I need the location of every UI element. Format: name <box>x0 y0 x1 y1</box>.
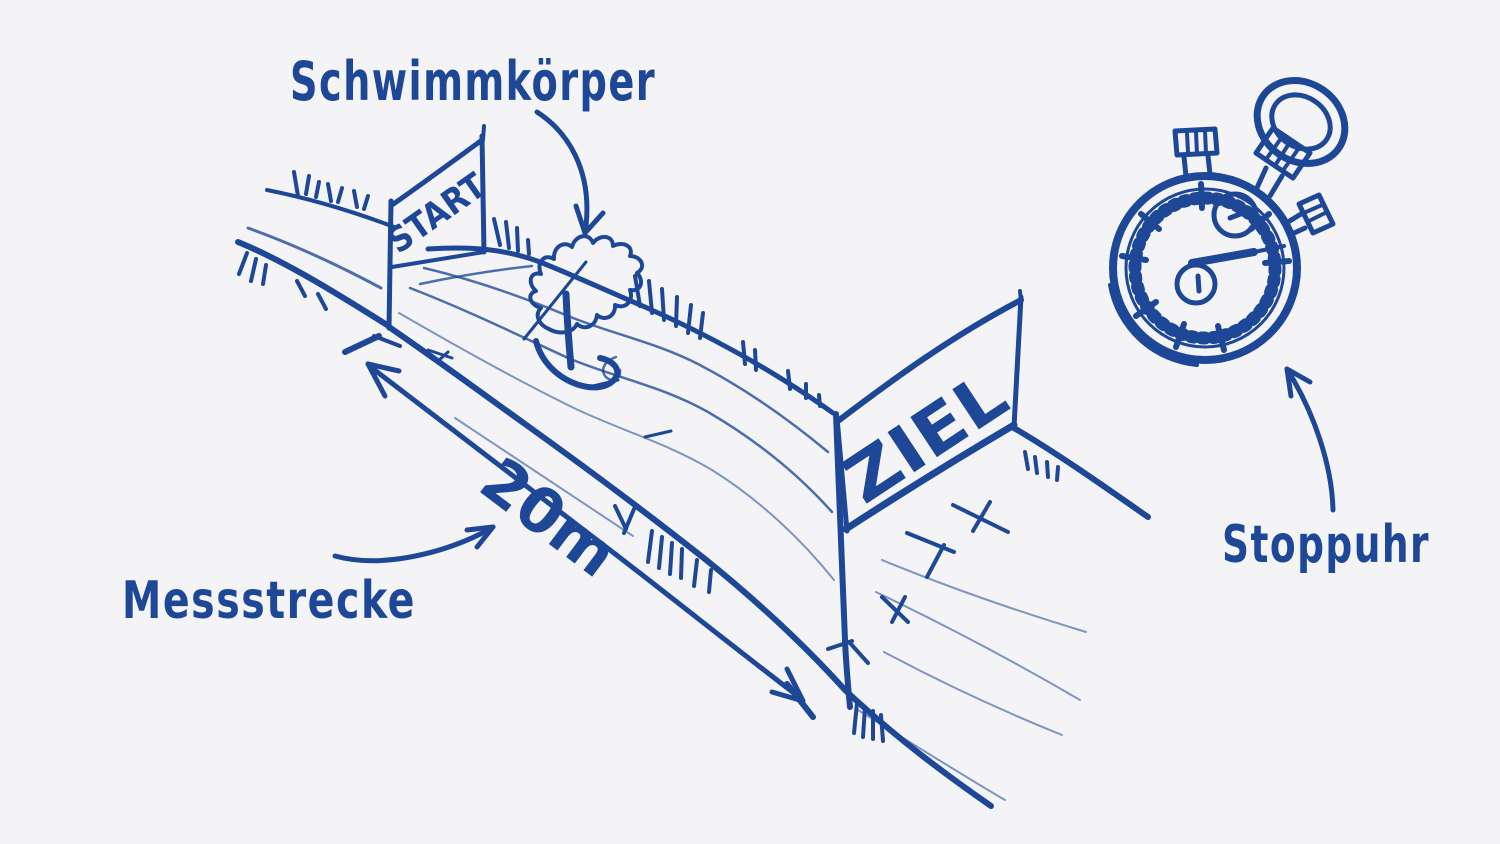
distance-arrow: 20m <box>342 333 816 720</box>
stopwatch-subdial-bottom <box>1174 262 1218 306</box>
stopwatch-top-button <box>1172 126 1220 179</box>
finish-flag-label: ZIEL <box>830 356 1021 518</box>
stoppuhr-label: Stoppuhr <box>1222 515 1430 575</box>
stopwatch-drawing <box>1108 77 1349 367</box>
stopwatch-hand <box>1188 244 1286 267</box>
stopwatch-crown <box>1253 125 1313 199</box>
messstrecke-label: Messstrecke <box>122 571 416 631</box>
float-leaf <box>522 234 645 391</box>
messstrecke-arrow <box>332 524 496 564</box>
stoppuhr-arrow <box>1284 366 1336 513</box>
float-ripple <box>533 338 621 391</box>
stream-sketch <box>235 170 1151 809</box>
stopwatch-side-button <box>1285 192 1336 237</box>
grass-tufts <box>237 170 1060 743</box>
finish-flag: ZIEL <box>826 289 1024 710</box>
schwimmkoerper-arrow <box>534 109 606 236</box>
downstream-marks <box>848 500 1087 801</box>
stopwatch-case <box>1108 172 1301 367</box>
distance-value-label: 20m <box>467 443 631 592</box>
stopwatch-ring <box>1253 77 1349 167</box>
leaf-midrib <box>522 260 588 341</box>
schwimmkoerper-label: Schwimmkörper <box>290 50 656 113</box>
leaf-stem <box>562 290 575 371</box>
stopwatch-subdial-top <box>1211 191 1259 239</box>
